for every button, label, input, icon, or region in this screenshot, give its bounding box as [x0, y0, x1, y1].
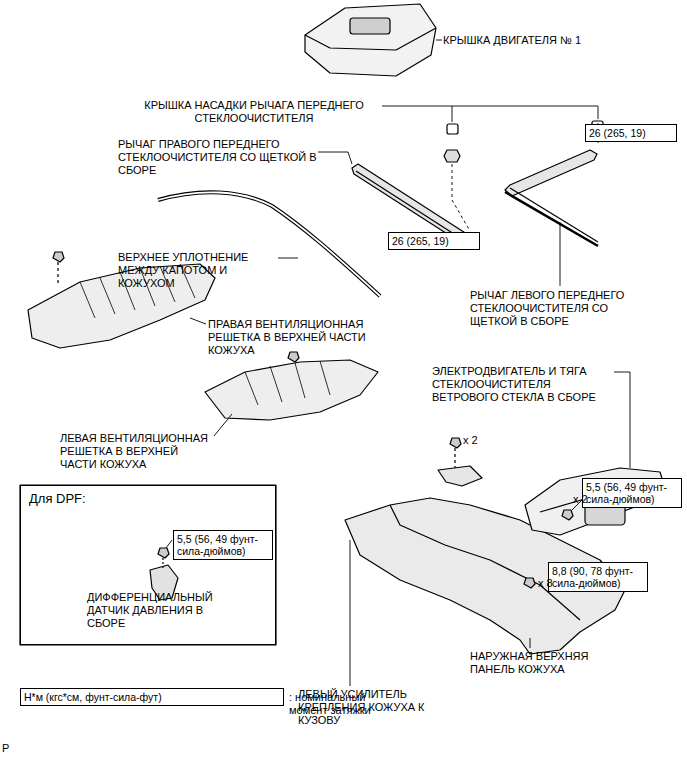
quantity-mark: x 2 [463, 434, 493, 447]
leader-line [318, 152, 352, 164]
engine-cover-emblem [350, 18, 390, 34]
left-wiper-arm [505, 150, 597, 196]
torque-box: 5,5 (56, 49 фунт-сила-дюймов) [582, 478, 682, 508]
leader-line [382, 106, 598, 119]
left-wiper-blade-edge [510, 188, 598, 242]
quantity-mark: x 2 [573, 493, 603, 506]
part-name: ЭЛЕКТРОДВИГАТЕЛЬ И ТЯГА СТЕКЛООЧИСТИТЕЛЯ… [432, 365, 614, 404]
torque-box: 26 (265, 19) [388, 232, 480, 250]
left-wiper-blade [505, 192, 598, 246]
leader-line [452, 106, 453, 122]
torque-value: 26 (265, 19) [589, 127, 673, 139]
leader-line [214, 414, 232, 436]
left-cowl-grille [205, 360, 378, 420]
nut [444, 150, 460, 162]
clip [288, 352, 299, 362]
leader-line [530, 638, 531, 648]
bolt [158, 548, 169, 558]
leader-line [278, 258, 298, 259]
dash-line [454, 448, 455, 468]
part-name: РЫЧАГ ПРАВОГО ПЕРЕДНЕГО СТЕКЛООЧИСТИТЕЛЯ… [118, 138, 318, 177]
dpf-panel: Для DPF: ДИФФЕРЕНЦИАЛЬНЫЙ ДАТЧИК ДАВЛЕНИЯ… [20, 485, 276, 645]
torque-value: Н*м (кгс*см, фунт-сила-фут) [24, 691, 280, 703]
torque-box: 26 (265, 19) [585, 124, 677, 142]
page-mark: P [2, 742, 22, 755]
torque-value: 5,5 (56, 49 фунт-сила-дюймов) [586, 481, 678, 505]
dash-line [452, 164, 470, 231]
panel-heading: Для DPF: [29, 491, 149, 506]
part-name: ДИФФЕРЕНЦИАЛЬНЫЙ ДАТЧИК ДАВЛЕНИЯ В СБОРЕ [87, 591, 237, 630]
leader-line [166, 540, 172, 548]
dash-line [57, 262, 58, 284]
leader-line [436, 40, 442, 41]
torque-box: 8,8 (90, 78 фунт-сила-дюймов) [548, 562, 648, 592]
torque-box: 5,5 (56, 49 фунт-сила-дюймов) [173, 530, 273, 560]
leader-line [350, 540, 351, 686]
dash-line [162, 558, 163, 568]
leader-line [560, 222, 561, 286]
clip [53, 252, 64, 262]
bolt [450, 438, 461, 448]
part-name: ПРАВАЯ ВЕНТИЛЯЦИОННАЯ РЕШЕТКА В ВЕРХНЕЙ … [208, 318, 383, 357]
part-name: ВЕРХНЕЕ УПЛОТНЕНИЕ МЕЖДУ КАПОТОМ И КОЖУХ… [118, 251, 278, 290]
part-name: НАРУЖНАЯ ВЕРХНЯЯ ПАНЕЛЬ КОЖУХА [470, 650, 620, 676]
part-name: ЛЕВЫЙ УСИЛИТЕЛЬ КРЕПЛЕНИЯ КОЖУХА К КУЗОВ… [298, 688, 448, 727]
part-name: ЛЕВАЯ ВЕНТИЛЯЦИОННАЯ РЕШЕТКА В ВЕРХНЕЙ Ч… [60, 432, 212, 471]
torque-value: 26 (265, 19) [392, 235, 476, 247]
torque-value: 5,5 (56, 49 фунт-сила-дюймов) [177, 533, 269, 557]
leader-line [190, 318, 206, 324]
bolt [524, 578, 535, 588]
legend-torque-box: Н*м (кгс*см, фунт-сила-фут): номинальный… [20, 688, 284, 706]
bracket [438, 466, 482, 486]
dpf-frame-bg [20, 485, 276, 645]
engine-cover [305, 4, 436, 76]
part-name: РЫЧАГ ЛЕВОГО ПЕРЕДНЕГО СТЕКЛООЧИСТИТЕЛЯ … [470, 289, 645, 328]
quantity-mark: x 8 [538, 577, 568, 590]
torque-value: 8,8 (90, 78 фунт-сила-дюймов) [552, 565, 644, 589]
part-name: КРЫШКА НАСАДКИ РЫЧАГА ПЕРЕДНЕГО СТЕКЛООЧ… [128, 99, 380, 125]
leader-line [614, 372, 630, 468]
grille-slots [245, 361, 330, 405]
bolt [562, 510, 573, 520]
wiper-cap [447, 124, 458, 134]
part-name: КРЫШКА ДВИГАТЕЛЯ № 1 [443, 34, 583, 47]
right-cowl-grille [28, 264, 215, 348]
